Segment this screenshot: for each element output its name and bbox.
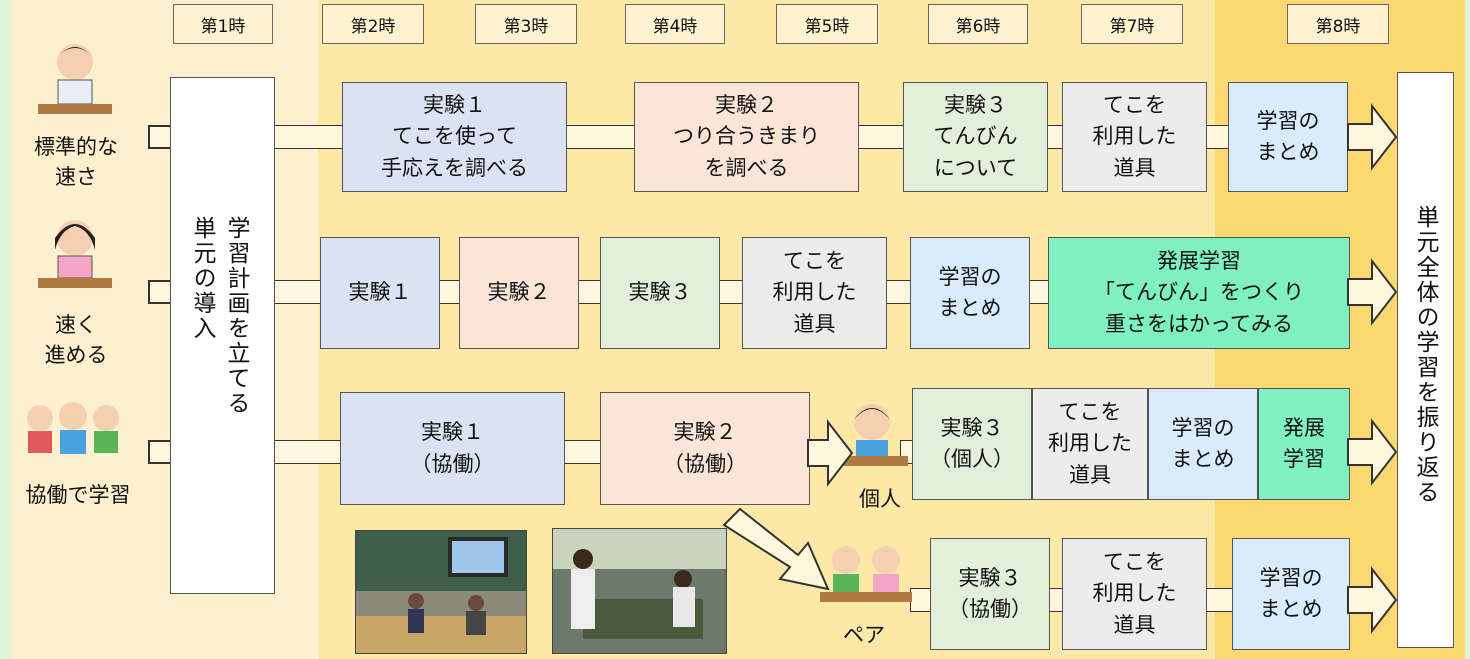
- pair-students-icon: [820, 546, 912, 602]
- label-pair: ペア: [843, 623, 885, 647]
- period-header-8: 第8時: [1287, 4, 1389, 44]
- review-text: 単元全体の学習を振り返る: [1412, 205, 1438, 505]
- classroom-photo-1: [355, 530, 527, 654]
- group-students-icon: [27, 402, 119, 454]
- row3-bracket: [148, 440, 170, 464]
- period-header-1: 第1時: [173, 4, 273, 44]
- row1-bracket: [148, 125, 170, 149]
- row3-to-pair-arrow-icon: [722, 507, 830, 591]
- period-header-4: 第4時: [625, 4, 725, 44]
- row3-advanced-study: 発展 学習: [1258, 388, 1350, 500]
- row2-arrow-icon: [1347, 258, 1398, 326]
- row3-summary: 学習の まとめ: [1148, 388, 1258, 500]
- row4-arrow-icon: [1347, 566, 1398, 634]
- unit-review-box: [1397, 72, 1454, 648]
- period-header-7: 第7時: [1081, 4, 1183, 44]
- row1-lever-tools: てこを 利用した 道具: [1062, 82, 1207, 192]
- row2-lever-tools: てこを 利用した 道具: [742, 237, 887, 349]
- row1-arrow-icon: [1347, 103, 1398, 171]
- student-reading-icon: [38, 44, 112, 114]
- intro-text-plan: 学習計画を立てる: [223, 216, 249, 416]
- label-cooperative: 協働で学習: [25, 483, 131, 507]
- individual-student-icon: [836, 404, 908, 466]
- row1-experiment-2: 実験２ つり合うきまり を調べる: [634, 82, 859, 192]
- row3-experiment-3: 実験３ （個人）: [912, 388, 1032, 500]
- period-header-3: 第3時: [475, 4, 577, 44]
- row2-summary: 学習の まとめ: [910, 237, 1030, 349]
- row1-summary: 学習の まとめ: [1228, 82, 1348, 192]
- row2-bracket: [148, 280, 170, 304]
- row2-experiment-1: 実験１: [320, 237, 440, 349]
- label-individual: 個人: [859, 487, 901, 511]
- period-header-6: 第6時: [928, 4, 1028, 44]
- row4-lever-tools: てこを 利用した 道具: [1062, 538, 1207, 650]
- period-header-2: 第2時: [322, 4, 424, 44]
- label-standard-pace: 標準的な 速さ: [34, 135, 118, 190]
- row1-experiment-3: 実験３ てんびん について: [903, 82, 1048, 192]
- row3-experiment-2: 実験２ （協働）: [600, 392, 810, 505]
- unit-intro-box: [170, 77, 275, 594]
- row2-experiment-3: 実験３: [600, 237, 720, 349]
- row4-summary: 学習の まとめ: [1232, 538, 1350, 650]
- row2-experiment-2: 実験２: [459, 237, 579, 349]
- student-writing-icon: [38, 220, 112, 288]
- row3-lever-tools: てこを 利用した 道具: [1032, 388, 1148, 500]
- row4-experiment-3: 実験３ （協働）: [930, 538, 1050, 650]
- label-fast-pace: 速く 進める: [44, 313, 108, 368]
- intro-text-unit: 単元の導入: [189, 216, 215, 341]
- classroom-photo-2: [552, 528, 727, 654]
- period-header-5: 第5時: [776, 4, 878, 44]
- row3-to-individual-arrow-icon: [807, 419, 854, 487]
- row1-experiment-1: 実験１ てこを使って 手応えを調べる: [342, 82, 567, 192]
- row2-advanced-study: 発展学習 「てんびん」をつくり 重さをはかってみる: [1048, 237, 1350, 349]
- row3-experiment-1: 実験１ （協働）: [340, 392, 565, 505]
- row3-arrow-icon: [1347, 418, 1398, 486]
